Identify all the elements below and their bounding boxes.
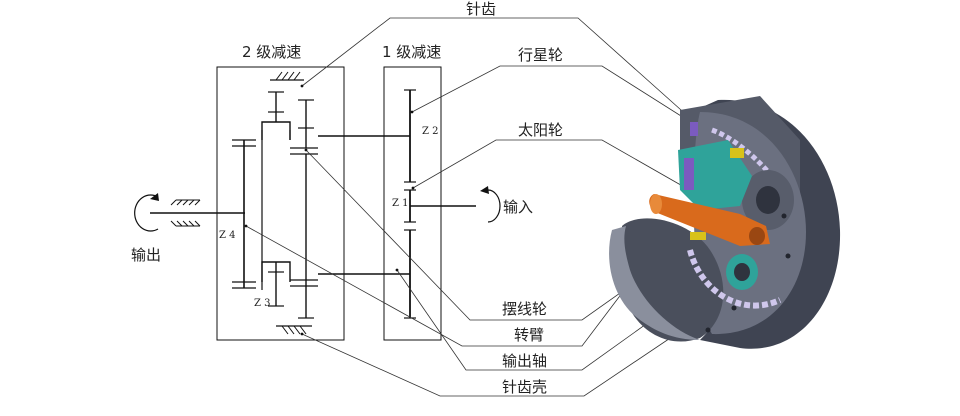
yellow-part <box>730 148 744 158</box>
input-label: 输入 <box>503 198 533 216</box>
lower-eccentric-bore <box>734 263 750 281</box>
ball-race <box>687 249 782 309</box>
stage2-box <box>216 66 345 341</box>
purple-part <box>684 158 694 190</box>
orange-shaft-end <box>650 194 662 214</box>
callout-planet-gear: 行星轮 <box>518 46 563 64</box>
z3-label: Z 3 <box>254 298 271 309</box>
output-shaft-schematic <box>150 199 245 227</box>
input-rotation-arrow-icon <box>487 189 501 223</box>
z1-label: Z 1 <box>392 198 409 209</box>
input-arrowhead-icon <box>480 186 489 194</box>
orange-input-shaft <box>649 194 770 246</box>
ball-race-top <box>711 127 793 202</box>
output-label: 输出 <box>131 246 161 264</box>
yellow-part-lower <box>690 232 706 240</box>
z4-label: Z 4 <box>219 230 236 241</box>
callout-cycloid-wheel: 摆线轮 <box>502 300 547 318</box>
stage1-box <box>383 66 442 341</box>
lower-rim <box>609 226 700 340</box>
callout-output-shaft: 输出轴 <box>502 352 547 370</box>
stage2-label: 2 级减速 <box>242 43 301 61</box>
callout-pin-teeth: 针齿 <box>466 0 496 18</box>
callout-pin-housing: 针齿壳 <box>502 378 547 396</box>
z2-label: Z 2 <box>422 126 439 137</box>
flange-bore <box>756 186 780 214</box>
stage1-gears <box>340 89 476 319</box>
z4-output-gear <box>232 139 256 289</box>
output-arrowhead-icon <box>150 193 159 201</box>
callout-crank-arm: 转臂 <box>514 326 544 344</box>
callout-sun-gear: 太阳轮 <box>518 121 563 139</box>
leader-lines <box>244 17 717 397</box>
purple-part-top <box>690 122 698 136</box>
reducer-3d-cutaway <box>609 96 841 349</box>
orange-shaft-bore <box>749 227 765 245</box>
pin-housing-hatch-top <box>270 71 304 81</box>
cycloid-crank-assembly <box>261 91 340 319</box>
stage1-label: 1 级减速 <box>382 43 441 61</box>
pin-housing-hatch-bottom <box>276 325 312 335</box>
output-rotation-arrow-icon <box>134 194 159 232</box>
